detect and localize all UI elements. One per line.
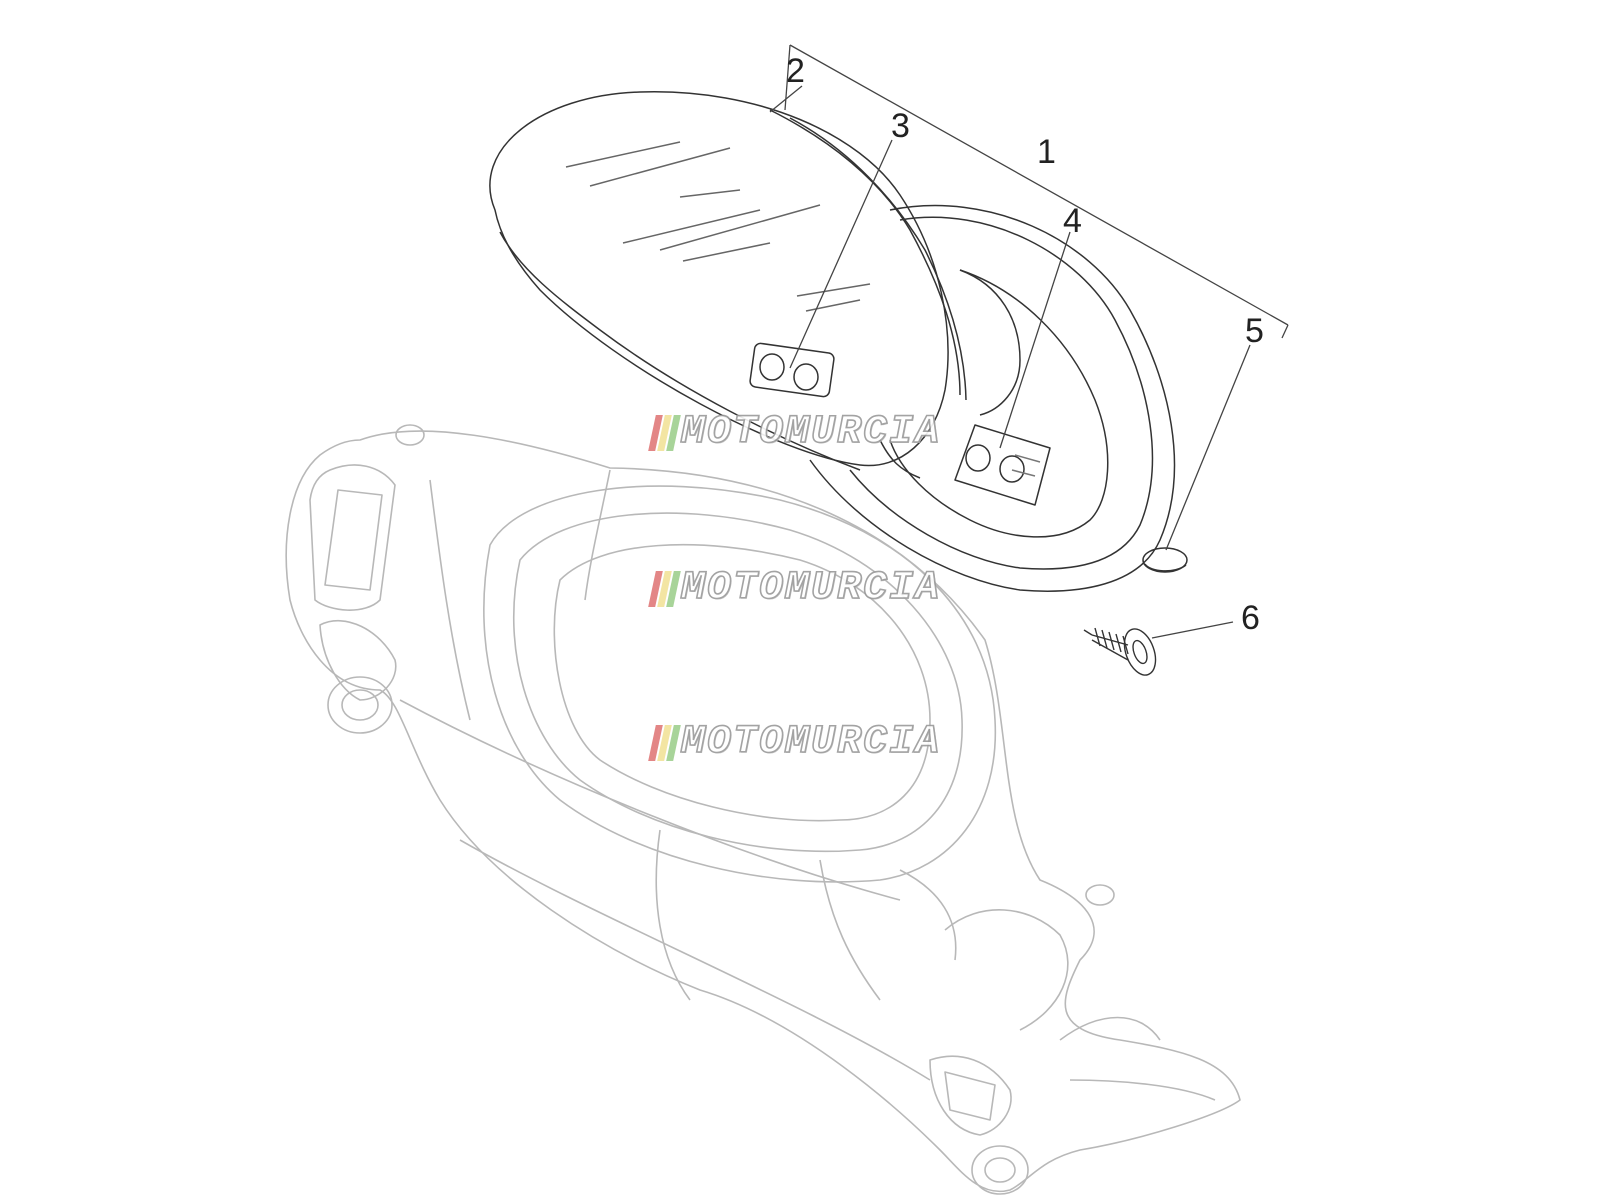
callout-6: 6	[1241, 599, 1260, 637]
leader-6	[1151, 621, 1234, 639]
instrument-rear-housing	[809, 204, 1176, 592]
watermark-stripes	[648, 724, 681, 761]
callout-2: 2	[786, 52, 805, 90]
handlebar-housing	[285, 424, 1241, 1195]
leader-4	[999, 231, 1071, 449]
watermark-logo: MOTOMURCIA	[648, 409, 942, 456]
leader-lines	[769, 44, 1289, 639]
callout-4: 4	[1063, 202, 1082, 240]
watermark-logo: MOTOMURCIA	[648, 719, 942, 766]
cap-part	[1142, 547, 1188, 573]
screw-part	[1083, 627, 1157, 676]
leader-2	[769, 85, 803, 113]
watermark-text: MOTOMURCIA	[680, 565, 942, 612]
callout-3: 3	[891, 107, 910, 145]
watermark-logo: MOTOMURCIA	[648, 565, 942, 612]
callout-5: 5	[1245, 312, 1264, 350]
leader-5	[1165, 344, 1251, 551]
leader-3	[789, 139, 893, 369]
watermark-stripes	[648, 414, 681, 451]
callout-1: 1	[1037, 133, 1056, 171]
instrument-glass-cover	[489, 91, 967, 471]
leader-bracket-1	[789, 44, 1289, 326]
watermark-text: MOTOMURCIA	[680, 409, 942, 456]
leader-bracket-1-right	[1281, 324, 1289, 339]
watermark-stripes	[648, 570, 681, 607]
watermark-text: MOTOMURCIA	[680, 719, 942, 766]
